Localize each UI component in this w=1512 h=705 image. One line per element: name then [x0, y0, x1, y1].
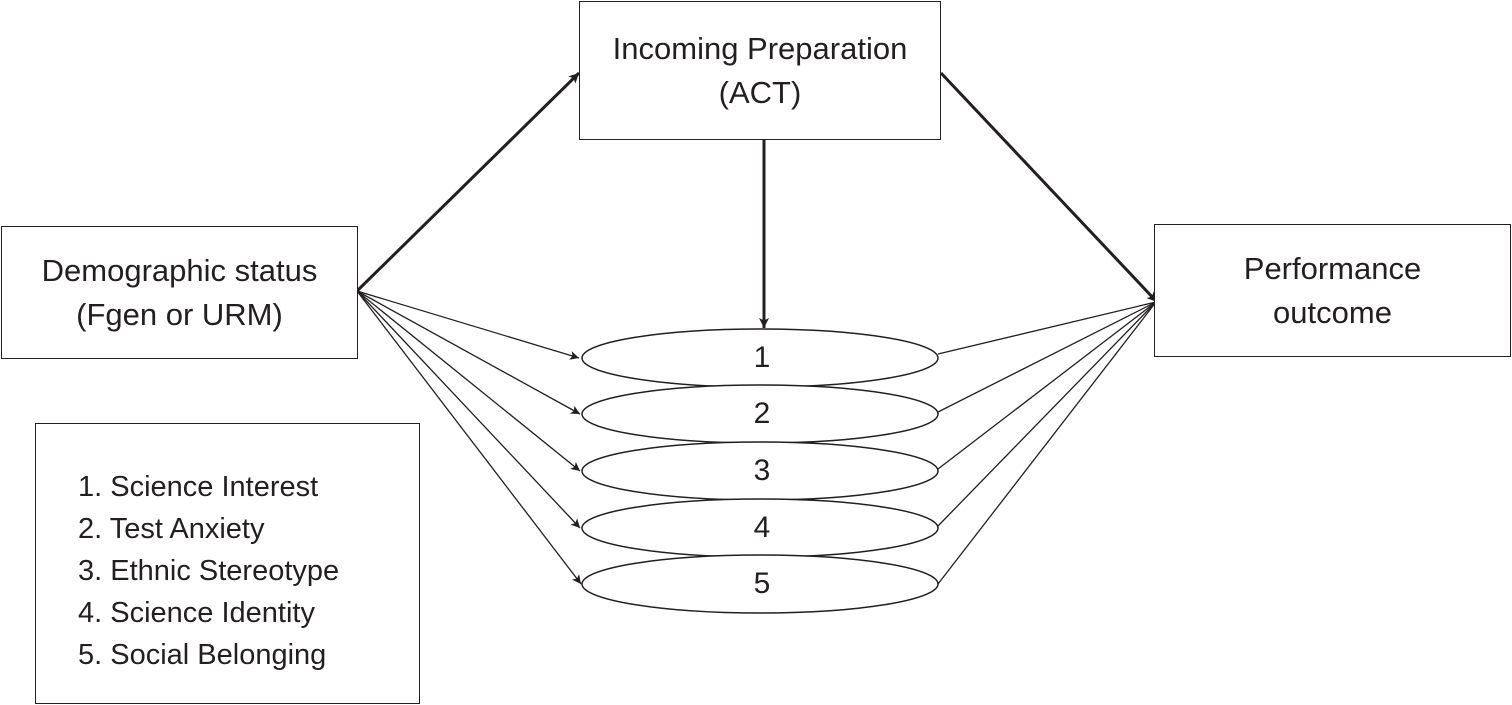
mediator-out-lines [937, 301, 1157, 585]
mediator-5-label: 5 [753, 567, 771, 600]
arrow-preparation-to-performance [939, 71, 1159, 304]
performance-outcome-line2: outcome [1273, 294, 1392, 330]
line-mediator-3-to-performance [937, 301, 1157, 470]
mediator-in-arrows [356, 290, 582, 585]
legend-item-2: 2. Test Anxiety [78, 513, 265, 545]
performance-outcome-line1: Performance [1243, 250, 1422, 286]
arrow-demographic-to-preparation [355, 71, 581, 293]
legend-item-3: 3. Ethnic Stereotype [78, 555, 340, 587]
arrow-demographic-to-mediator-2 [356, 290, 581, 415]
demographic-status-box: Demographic status (Fgen or URM) [1, 226, 358, 359]
arrow-demographic-to-mediator-5 [356, 290, 582, 585]
mediator-5-ellipse [581, 554, 939, 614]
legend-item-5: 5. Social Belonging [78, 639, 327, 671]
arrow-demographic-to-mediator-3 [356, 290, 581, 472]
performance-outcome-box: Performance outcome [1154, 224, 1511, 357]
main-arrows [355, 71, 1159, 328]
mediator-ellipses [581, 328, 939, 614]
mediator-legend: 1. Science Interest 2. Test Anxiety 3. E… [35, 423, 420, 704]
mediator-4-label: 4 [753, 511, 771, 544]
demographic-status-line2: (Fgen or URM) [76, 296, 283, 332]
incoming-preparation-box: Incoming Preparation (ACT) [579, 1, 941, 140]
arrow-demographic-to-mediator-1 [356, 290, 580, 360]
line-mediator-2-to-performance [937, 301, 1157, 413]
incoming-preparation-line1: Incoming Preparation [612, 30, 908, 66]
incoming-preparation-line2: (ACT) [718, 74, 802, 110]
mediator-1-label: 1 [753, 341, 771, 374]
mediator-2-label: 2 [753, 397, 771, 430]
mediator-3-label: 3 [753, 454, 771, 487]
demographic-status-line1: Demographic status [41, 252, 318, 288]
arrow-demographic-to-mediator-4 [356, 290, 581, 529]
line-mediator-4-to-performance [937, 301, 1157, 527]
legend-item-1: 1. Science Interest [78, 471, 319, 503]
legend-item-4: 4. Science Identity [78, 597, 315, 629]
line-mediator-5-to-performance [937, 301, 1157, 585]
line-mediator-1-to-performance [937, 301, 1157, 355]
